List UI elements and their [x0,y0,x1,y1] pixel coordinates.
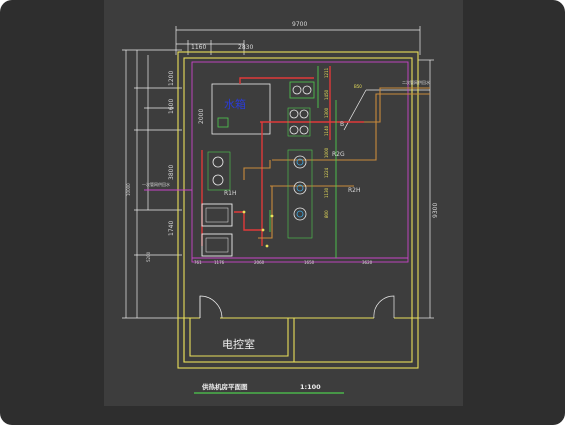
drawing-scale: 1:100 [300,383,321,391]
dim-left-2: 1600 [168,99,175,114]
dim-left-3: 2000 [198,109,205,124]
dimension-lines [122,26,434,319]
equipment-zone [144,61,409,263]
pipe-dim-5: 1000 [324,147,329,158]
dim-left-4: 3800 [168,165,175,180]
dim-bottom-1: 761 [194,260,202,265]
floor-plan-drawing: 9700 1160 2830 10000 1200 1600 2000 3800… [122,21,439,394]
dim-left-5: 1740 [168,221,175,236]
note-secondary-supply: 二次管网供回水 [402,79,430,85]
pipe-label-r2g: R2G [332,151,345,158]
dim-top-total: 9700 [292,21,307,28]
pipe-dim-3: 1300 [324,107,329,118]
water-tank[interactable] [211,83,271,135]
pipe-dim-6: 1224 [324,167,329,178]
control-room-label: 电控室 [222,337,255,351]
drawing-title: 供热机房平面图 [201,382,248,391]
pipe-label-b50: B50 [354,84,362,89]
pipe-label-r2h: R2H [348,187,361,194]
dim-bottom-3: 2060 [254,260,265,265]
heat-exchangers[interactable] [201,203,233,257]
dim-bottom-2: 1176 [214,260,225,265]
note-primary-supply: 一次管网供回水 [142,181,170,187]
dim-left-1: 1200 [168,71,175,86]
dim-left-total: 10000 [126,183,131,196]
dim-bottom-4: 1650 [304,260,315,265]
valve-markers [242,210,274,248]
pipe-dim-8: 800 [324,210,329,218]
pipe-dim-7: 1130 [324,187,329,198]
water-tank-label: 水箱 [224,97,246,111]
door-right [373,295,395,319]
dim-top-mid: 2830 [238,44,253,51]
pump-group-middle[interactable] [287,149,313,239]
pipe-label-r1h: R1H [224,190,237,197]
dim-top-left: 1160 [191,44,206,51]
pump-group-top[interactable] [287,81,315,137]
building-walls [177,51,419,369]
pipe-dim-1: 1211 [324,67,329,78]
pump-group-left[interactable] [207,151,231,191]
dim-left-6: 5200 [146,251,151,262]
door-left [199,295,223,319]
pipe-dim-2: 1450 [324,89,329,100]
drawing-canvas[interactable]: 9700 1160 2830 10000 1200 1600 2000 3800… [104,0,463,406]
dim-bottom-5: 3620 [362,260,373,265]
dim-right: 9300 [432,203,439,218]
pipe-dim-4: 1140 [324,125,329,136]
pipe-label-b: B [340,121,344,128]
pipe-network [201,66,430,258]
